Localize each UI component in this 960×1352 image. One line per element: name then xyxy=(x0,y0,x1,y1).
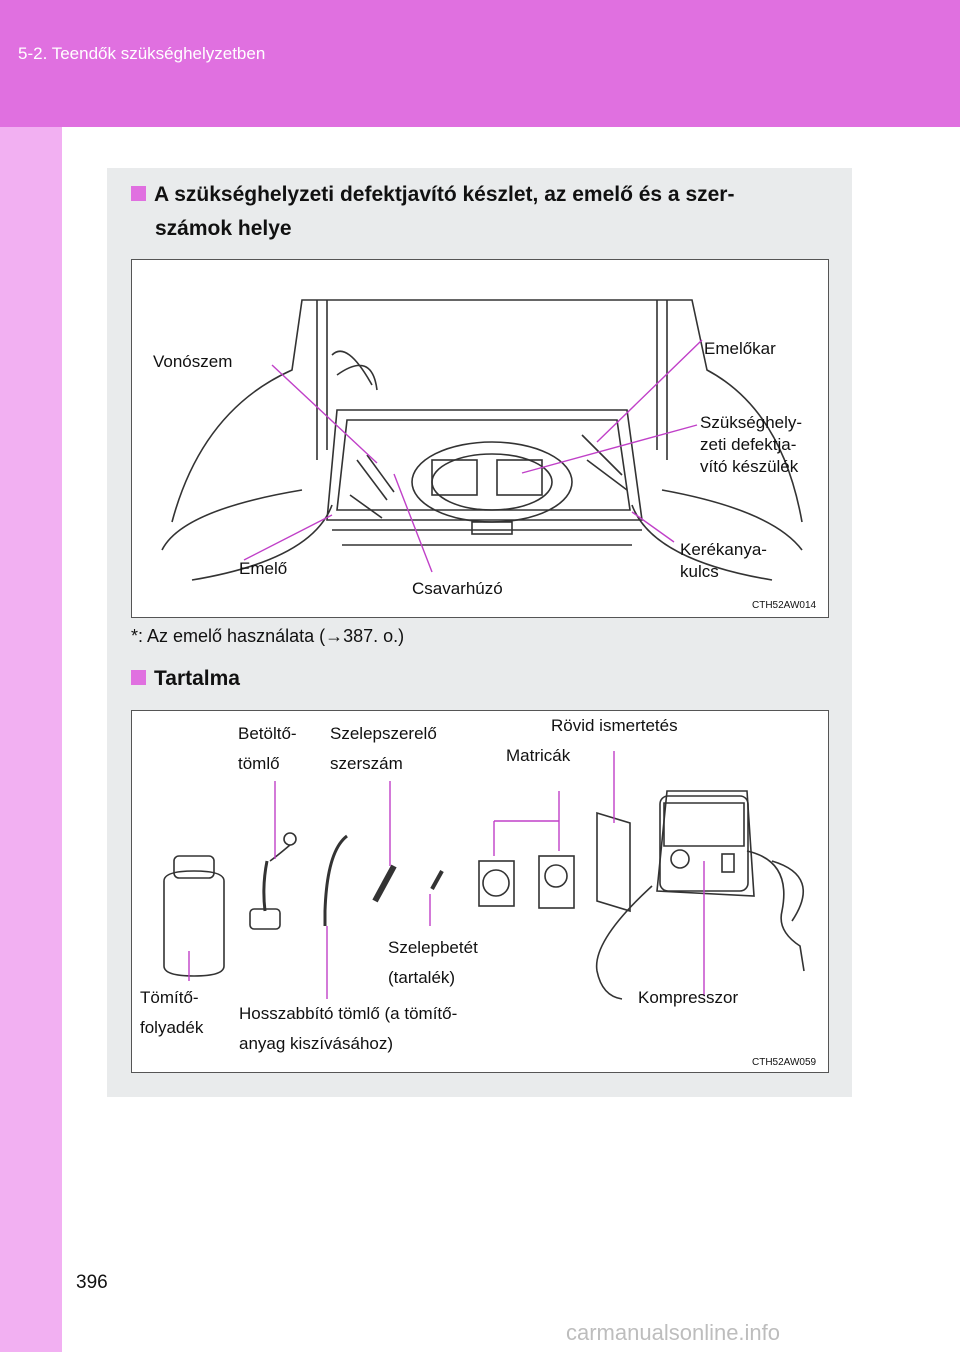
label-szelepszerelo-line1: Szelepszerelő xyxy=(330,724,437,743)
page-header: 5-2. Teendők szükséghelyzetben xyxy=(0,0,960,127)
label-kerekanyakulcs: Kerékanya- kulcs xyxy=(680,539,767,583)
label-hosszabbito-line2: anyag kiszívásához) xyxy=(239,1034,394,1053)
label-szelepszerelo-line2: szerszám xyxy=(330,754,403,773)
watermark: carmanualsonline.info xyxy=(566,1320,781,1345)
label-tomito-line1: Tömítő- xyxy=(140,988,199,1007)
section1-title-line1: A szükséghelyzeti defektjavító készlet, … xyxy=(154,183,735,206)
repair-kit-box xyxy=(496,459,543,496)
section1-heading-cont: számok helye xyxy=(155,210,292,248)
label-betolto-line1: Betöltő- xyxy=(238,724,297,743)
label-szelepbetet-line1: Szelepbetét xyxy=(388,938,478,957)
label-defektjavito-line1: Szükséghely- xyxy=(700,413,803,432)
label-emelokar: Emelőkar xyxy=(704,339,776,358)
trunk-figure: Vonószem Emelőkar Szükséghely- zeti defe… xyxy=(131,259,829,618)
label-matricak: Matricák xyxy=(506,746,571,765)
label-betolto-line2: tömlő xyxy=(238,754,280,773)
square-bullet-icon xyxy=(131,185,146,201)
label-szelepbetet: Szelepbetét (tartalék) xyxy=(388,933,478,993)
label-kerekanya-line1: Kerékanya- xyxy=(680,540,767,559)
section2-title: Tartalma xyxy=(154,667,240,690)
label-kerekanya-line2: kulcs xyxy=(680,562,719,581)
filler-hose xyxy=(249,832,297,930)
square-bullet-icon xyxy=(131,669,146,685)
sealant-bottle xyxy=(163,855,225,977)
figure-code: CTH52AW014 xyxy=(752,600,817,611)
section1-heading: A szükséghelyzeti defektjavító készlet, … xyxy=(131,176,734,214)
manual xyxy=(596,811,631,913)
valve-tool xyxy=(372,864,397,903)
section-header-title: 5-2. Teendők szükséghelyzetben xyxy=(18,44,266,63)
trunk-illustration xyxy=(161,299,803,581)
extension-hose xyxy=(323,834,348,926)
label-rovid-ismertetes: Rövid ismertetés xyxy=(551,716,678,735)
stickers xyxy=(478,791,575,909)
kit-illustration xyxy=(163,751,805,1000)
trunk-callouts xyxy=(243,339,703,573)
label-defektjavito-line2: zeti defektja- xyxy=(700,435,797,454)
left-strut xyxy=(316,300,328,460)
valve-core xyxy=(430,870,444,890)
kit-contents-figure: Betöltő- tömlő Szelepszerelő szerszám Rö… xyxy=(131,710,829,1073)
label-defektjavito: Szükséghely- zeti defektja- vító készülé… xyxy=(700,412,802,478)
label-defektjavito-line3: vító készülék xyxy=(700,457,799,476)
label-kompresszor: Kompresszor xyxy=(638,988,739,1007)
left-margin-strip xyxy=(0,0,62,1352)
label-tomitofolyadek: Tömítő- folyadék xyxy=(140,983,203,1043)
kit-callouts xyxy=(188,751,705,999)
page-number: 396 xyxy=(76,1272,108,1293)
label-tomito-line2: folyadék xyxy=(140,1018,204,1037)
label-szelepbetet-line2: (tartalék) xyxy=(388,968,456,987)
figure-code: CTH52AW059 xyxy=(752,1057,817,1068)
left-tools xyxy=(349,454,395,519)
car-body-outline xyxy=(171,299,803,523)
label-hosszabbito-tomlo: Hosszabbító tömlő (a tömítő- anyag kiszí… xyxy=(239,999,457,1059)
label-szelepszerelo: Szelepszerelő szerszám xyxy=(330,719,437,779)
section2-heading: Tartalma xyxy=(131,660,240,698)
jack-usage-note: *: Az emelő használata (→387. o.) xyxy=(131,626,405,646)
label-emelo: Emelő xyxy=(239,559,288,578)
label-betolto-tomlo: Betöltő- tömlő xyxy=(238,719,297,779)
section1-title-line2: számok helye xyxy=(155,217,292,240)
label-hosszabbito-line1: Hosszabbító tömlő (a tömítő- xyxy=(239,1004,458,1023)
label-vonoszem: Vonószem xyxy=(153,352,233,371)
label-csavarhuzo: Csavarhúzó xyxy=(412,579,503,598)
